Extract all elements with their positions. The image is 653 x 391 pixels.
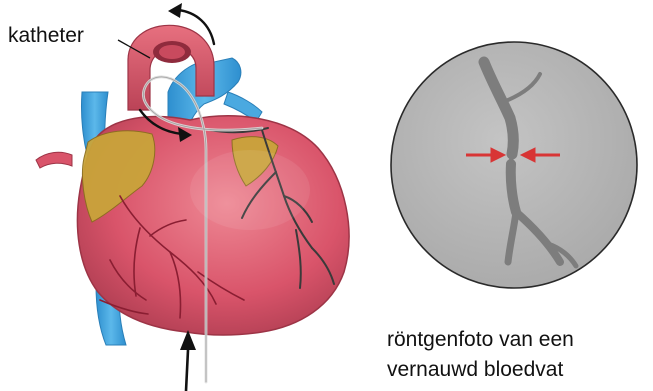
up-arrow-icon bbox=[180, 330, 196, 391]
catheter-label: katheter bbox=[8, 24, 84, 48]
xray-caption: röntgenfoto van een vernauwd bloedvat bbox=[387, 325, 574, 385]
brachiocephalic-artery bbox=[36, 152, 72, 168]
caption-line-2: vernauwd bloedvat bbox=[387, 355, 574, 385]
caption-line-1: röntgenfoto van een bbox=[387, 325, 574, 355]
xray-image bbox=[391, 42, 637, 288]
